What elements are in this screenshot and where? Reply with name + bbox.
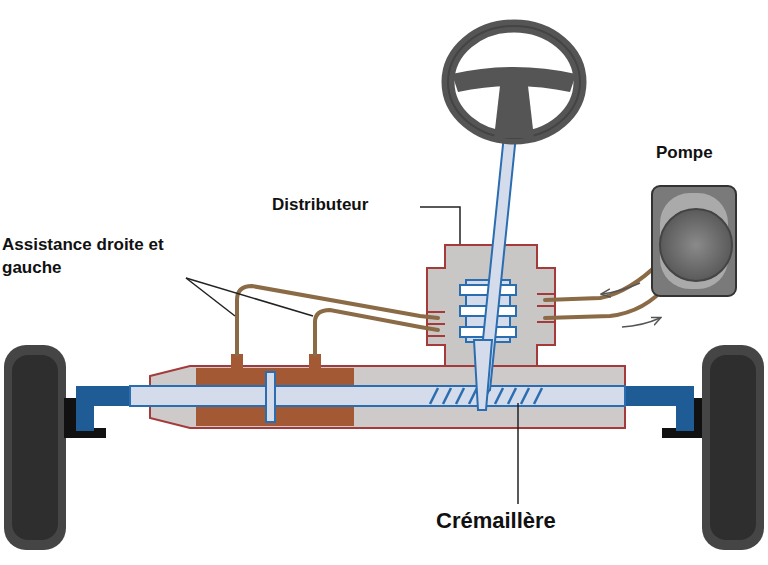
piston [266, 372, 275, 422]
part-label: Assistance droite et gauche [2, 234, 192, 280]
rack-tooth [443, 388, 451, 404]
steering-wheel [448, 26, 580, 138]
pinion [474, 340, 492, 410]
pipe-port [231, 354, 321, 368]
rack-tooth [430, 388, 438, 404]
pump [652, 186, 736, 296]
hydraulic-pipe [237, 262, 668, 355]
wheel [4, 345, 764, 550]
rack-bar [130, 386, 625, 406]
leader-line [186, 207, 518, 504]
rack-tooth [521, 388, 529, 404]
rack-tooth [508, 388, 516, 404]
part-label: Distributeur [272, 194, 368, 217]
part-label: Crémaillère [436, 506, 556, 536]
rack-tooth [469, 388, 477, 404]
rack-tooth [534, 388, 542, 404]
rack-tooth [495, 388, 503, 404]
flow-arrow [602, 283, 660, 327]
part-label: Pompe [656, 142, 713, 165]
rack-tooth [456, 388, 464, 404]
